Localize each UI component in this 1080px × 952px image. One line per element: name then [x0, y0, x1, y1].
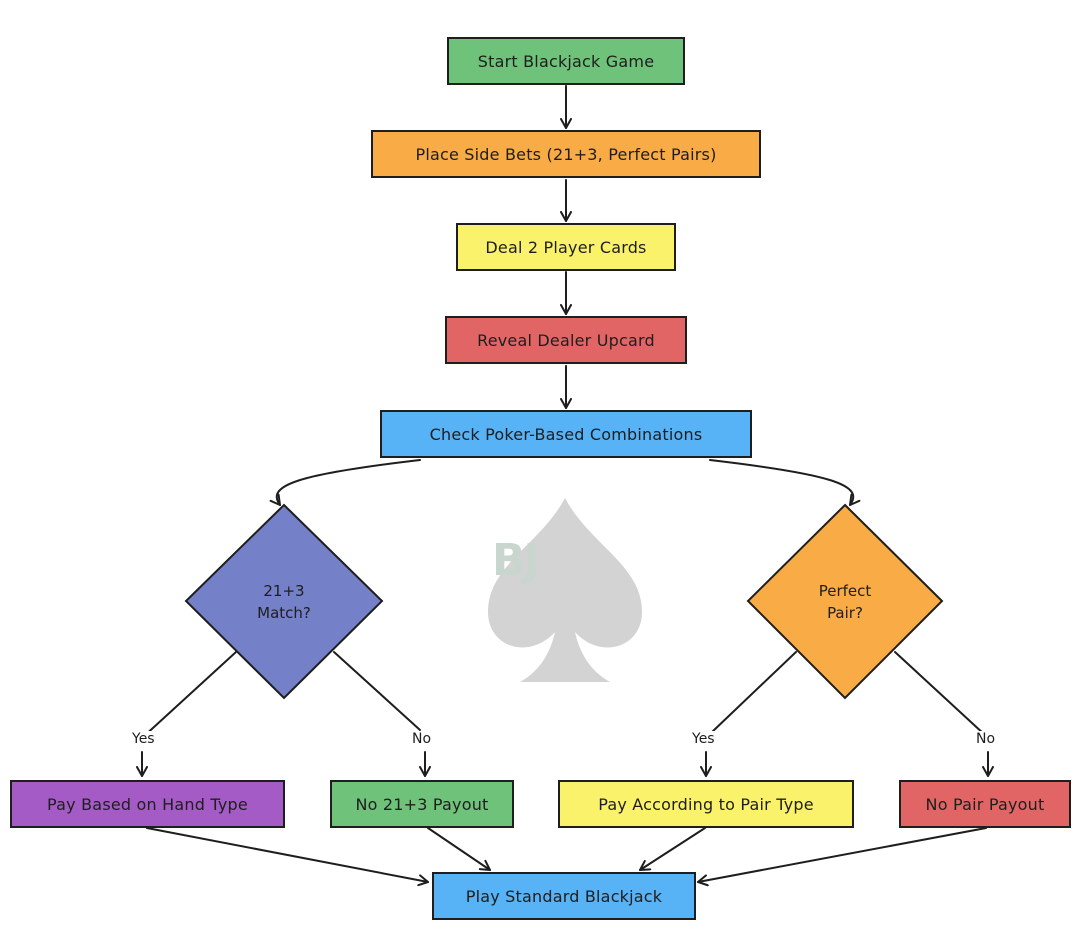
- edge-label-yes-right: Yes: [690, 731, 717, 747]
- node-no-213-payout[interactable]: No 21+3 Payout: [330, 780, 514, 828]
- edge-label-no-left: No: [410, 731, 434, 747]
- node-pay-pair-type[interactable]: Pay According to Pair Type: [558, 780, 854, 828]
- node-pay-hand-type[interactable]: Pay Based on Hand Type: [10, 780, 285, 828]
- decision-perfect-pair[interactable]: [746, 503, 944, 700]
- edge-label-yes-left: Yes: [130, 731, 157, 747]
- edge-label-no-right: No: [974, 731, 998, 747]
- node-play-standard-blackjack[interactable]: Play Standard Blackjack: [432, 872, 696, 920]
- node-deal-player-cards[interactable]: Deal 2 Player Cards: [456, 223, 676, 271]
- edge-match-yes: [142, 651, 237, 776]
- spade-icon: [488, 498, 642, 682]
- edge-pair-yes: [706, 651, 797, 776]
- edge-match-no: [333, 651, 425, 776]
- decision-match-213-label: 21+3 Match?: [257, 582, 311, 622]
- node-check-combinations[interactable]: Check Poker-Based Combinations: [380, 410, 752, 458]
- edge-pay-hand-to-play: [146, 827, 429, 887]
- edge-check-to-match: [269, 459, 421, 506]
- edge-no-pair-to-play: [697, 827, 987, 887]
- node-no-pair-payout[interactable]: No Pair Payout: [899, 780, 1071, 828]
- edge-check-to-pair: [709, 459, 861, 506]
- node-place-side-bets[interactable]: Place Side Bets (21+3, Perfect Pairs): [371, 130, 761, 178]
- watermark-text: BJ: [492, 535, 540, 586]
- node-start[interactable]: Start Blackjack Game: [447, 37, 685, 85]
- edge-pay-pair-to-play: [639, 827, 706, 871]
- edge-pair-no: [894, 651, 988, 776]
- edge-no-213-to-play: [427, 827, 491, 871]
- decision-perfect-pair-label: Perfect Pair?: [818, 582, 872, 622]
- decision-match-213[interactable]: [184, 503, 384, 700]
- node-reveal-dealer-upcard[interactable]: Reveal Dealer Upcard: [445, 316, 687, 364]
